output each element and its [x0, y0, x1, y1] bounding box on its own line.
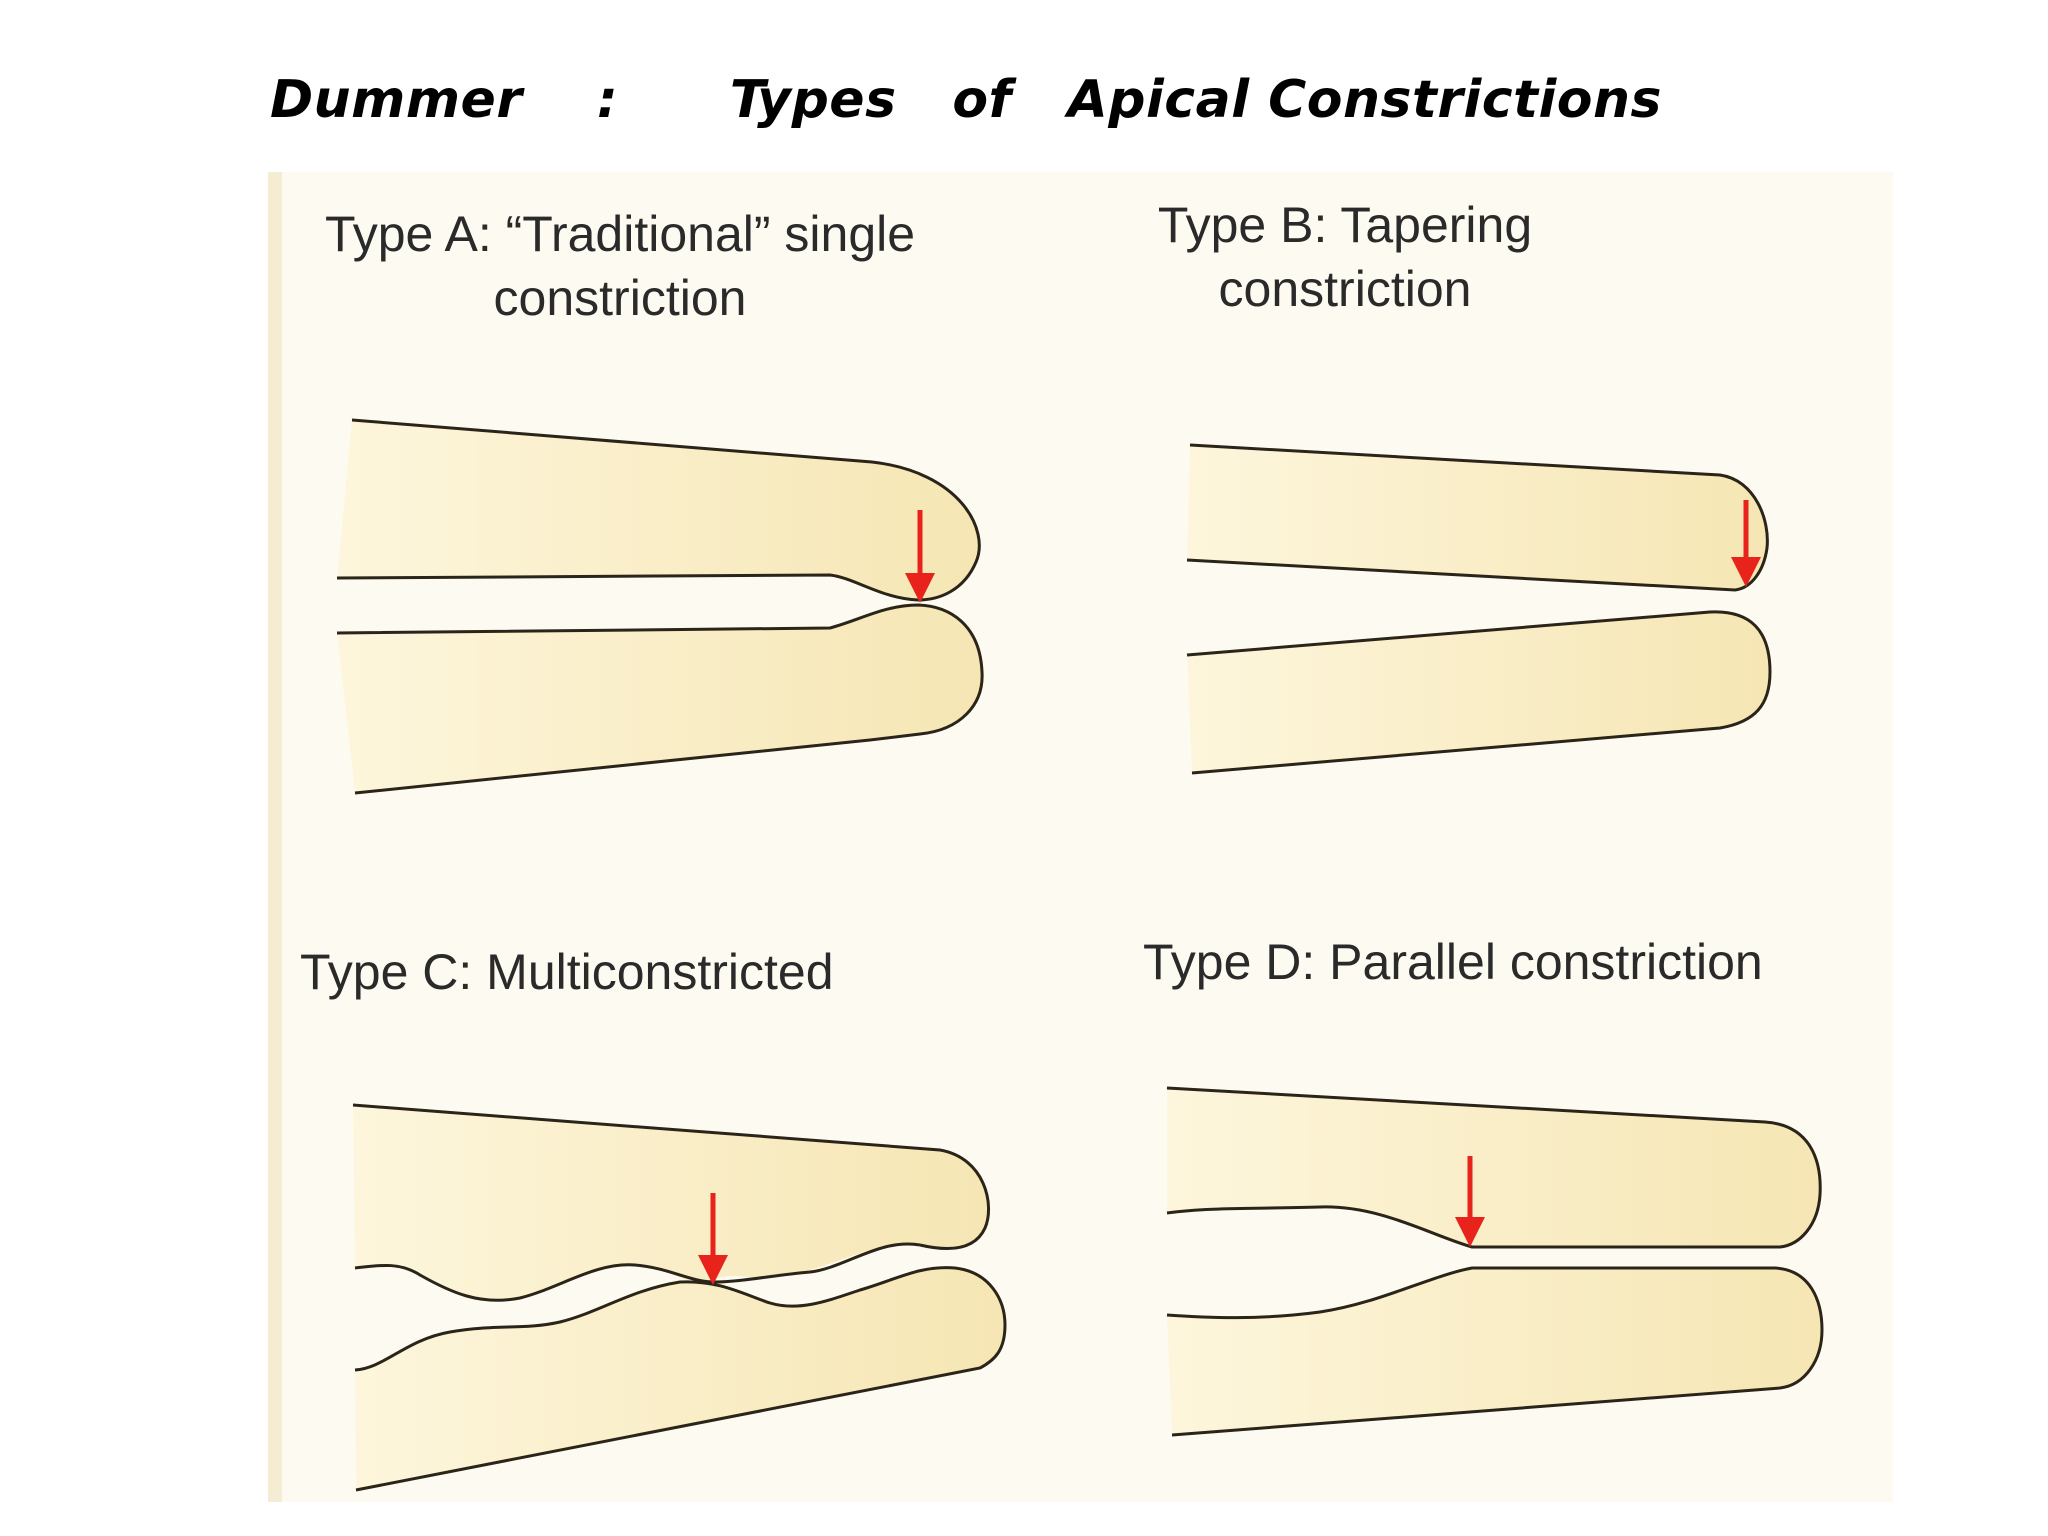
panel-b-caption: Type B: Tapering constriction [1125, 193, 1565, 321]
panel-c-caption: Type C: Multiconstricted [300, 940, 834, 1004]
panel-c-upper-fill [353, 1105, 989, 1299]
panel-d-caption: Type D: Parallel constriction [1143, 930, 1763, 994]
panel-b-upper-fill [1187, 445, 1767, 590]
panel-a-caption-line2: constriction [290, 266, 950, 330]
panel-b-drawing [1187, 445, 1770, 773]
panel-c-drawing [353, 1105, 1005, 1490]
panel-a-caption-line1: Type A: “Traditional” single [290, 202, 950, 266]
panel-d-drawing [1167, 1088, 1822, 1435]
panel-c-caption-line1: Type C: Multiconstricted [300, 940, 834, 1004]
panel-c-lower-fill [355, 1268, 1005, 1490]
panel-d-caption-line1: Type D: Parallel constriction [1143, 930, 1763, 994]
panel-a-caption: Type A: “Traditional” single constrictio… [290, 202, 950, 330]
panel-a-upper-fill [337, 420, 979, 600]
panel-b-caption-line2: constriction [1125, 257, 1565, 321]
panel-a-drawing [337, 420, 982, 793]
panel-b-caption-line1: Type B: Tapering [1125, 193, 1565, 257]
panel-d-upper-fill [1167, 1088, 1820, 1247]
